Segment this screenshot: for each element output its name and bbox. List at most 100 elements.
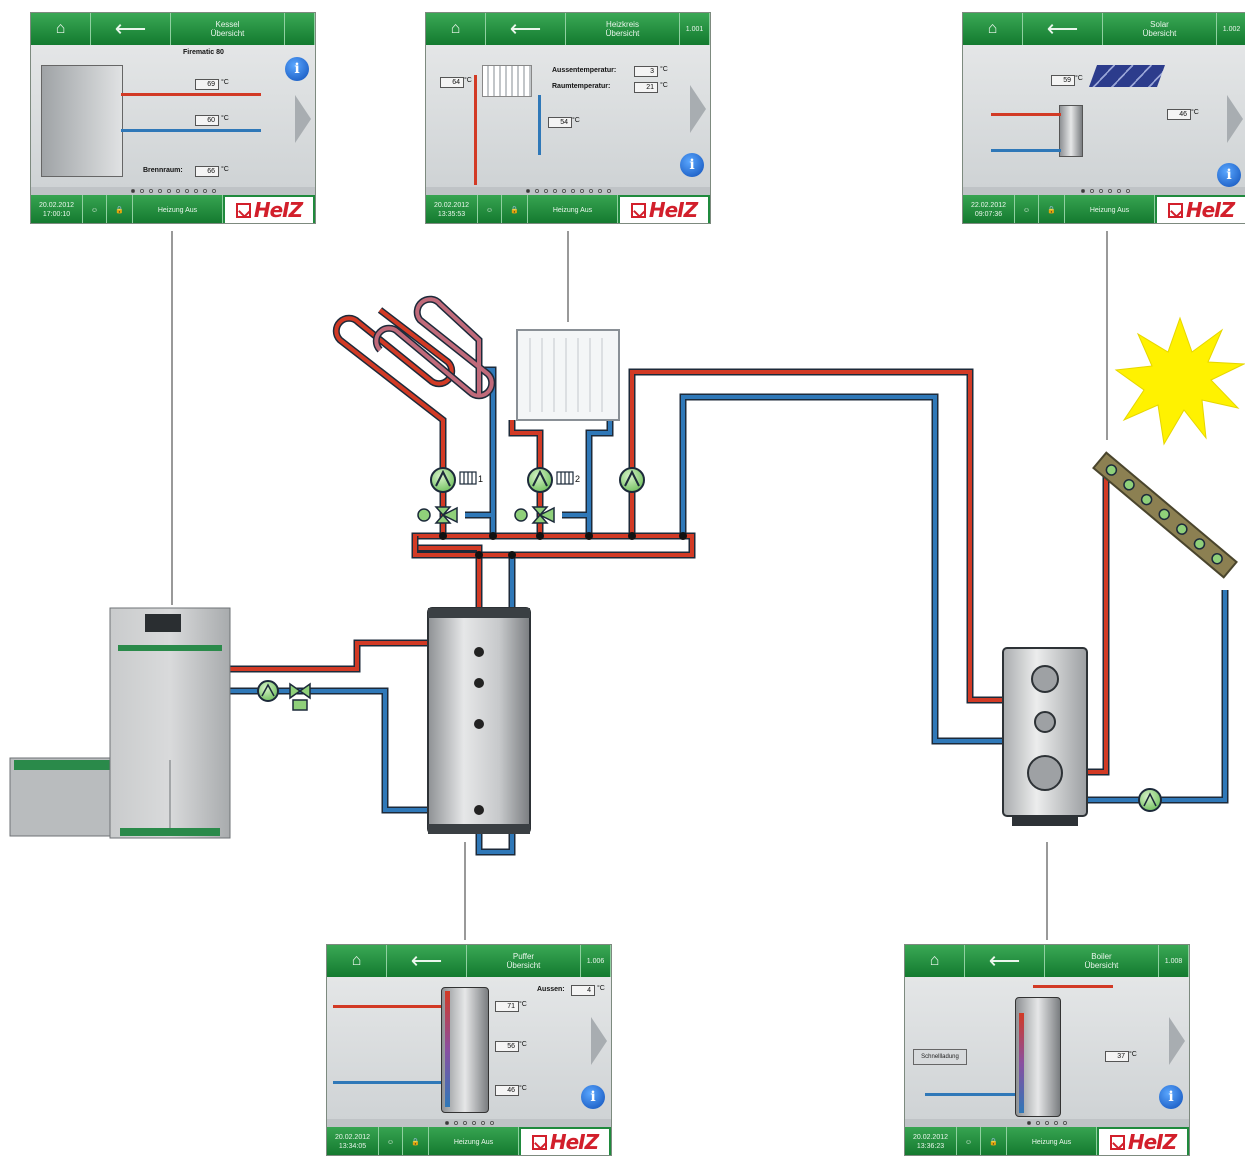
arrow-left-icon[interactable]: ⟵ [387,945,467,977]
collector-temp-value: 59 [1051,75,1075,86]
page-dots [963,187,1245,195]
home-icon[interactable]: ⌂ [905,945,965,977]
panel-top-bar: ⌂ ⟵ Kessel Übersicht [31,13,315,45]
pump-solar [1138,788,1162,812]
info-icon[interactable]: i [581,1085,605,1109]
outside-temp-value: 4 [571,985,595,996]
home-icon[interactable]: ⌂ [327,945,387,977]
return-temp-value: 54 [548,117,572,128]
page-dots [905,1119,1189,1127]
panel-boiler: ⌂ ⟵ Boiler Übersicht 1.008 Schnellladung… [904,944,1190,1156]
mixer-kessel [289,682,311,711]
panel-top-bar: ⌂ ⟵ Solar Übersicht 1.002 [963,13,1245,45]
flow-pipe [991,113,1061,116]
panel-body: Aussen: 4 °C 71 °C 56 °C 46 °C i [327,977,611,1119]
brennraum-value: 66 [195,166,219,177]
lock-icon[interactable]: 🔒 [1039,195,1065,223]
quick-charge-button[interactable]: Schnellladung [913,1049,967,1065]
arrow-left-icon[interactable]: ⟵ [965,945,1045,977]
arrow-left-icon[interactable]: ⟵ [486,13,566,45]
panel-title: Boiler Übersicht [1045,945,1159,977]
date: 20.02.2012 [433,202,470,209]
hot-water-boiler [1002,647,1088,826]
title-line1: Solar [1150,20,1169,29]
panel-code: 1.002 [1217,13,1245,45]
heating-status: Heizung Aus [1065,195,1155,223]
date: 20.02.2012 [334,1134,371,1141]
time: 13:36:23 [916,1143,945,1150]
herz-logo: HeIZ [519,1127,611,1155]
time: 13:34:05 [338,1143,367,1150]
pump-boiler-load [619,467,645,493]
outside-temp-label: Aussen: [537,986,565,993]
pump-hk1 [430,467,456,493]
temp-gradient-bar [1019,1013,1024,1113]
top-temp-unit: °C [519,1001,527,1008]
panel-title: Puffer Übersicht [467,945,581,977]
return-temp-unit: °C [1129,1051,1137,1058]
user-icon[interactable]: ☺ [478,195,502,223]
top-temp-value: 71 [495,1001,519,1012]
user-icon[interactable]: ☺ [83,195,107,223]
title-line1: Heizkreis [606,20,639,29]
home-icon[interactable]: ⌂ [963,13,1023,45]
panel-top-bar: ⌂ ⟵ Boiler Übersicht 1.008 [905,945,1189,977]
return-temp-value: 37 [1105,1051,1129,1062]
lock-icon[interactable]: 🔒 [502,195,528,223]
chevron-right-icon[interactable] [1169,1017,1185,1065]
sun-icon [1114,316,1245,446]
outside-temp-unit: °C [597,985,605,992]
user-icon[interactable]: ☺ [379,1127,403,1155]
pipes [230,355,1229,856]
info-icon[interactable]: i [1159,1085,1183,1109]
flow-temp-value: 64 [440,77,464,88]
user-icon[interactable]: ☺ [1015,195,1039,223]
chevron-right-icon[interactable] [690,85,706,133]
user-icon[interactable]: ☺ [957,1127,981,1155]
home-icon[interactable]: ⌂ [426,13,486,45]
boiler-thumbnail [41,65,123,177]
page-dots [31,187,315,195]
junction-dots [439,532,687,559]
arrow-left-icon[interactable]: ⟵ [1023,13,1103,45]
cold-water-pipe [925,1093,1015,1096]
chevron-right-icon[interactable] [591,1017,607,1065]
date: 20.02.2012 [912,1134,949,1141]
panel-solar: ⌂ ⟵ Solar Übersicht 1.002 59 °C 46 °C i … [962,12,1245,224]
arrow-left-icon[interactable]: ⟵ [91,13,171,45]
home-icon[interactable]: ⌂ [31,13,91,45]
herz-logo: HeIZ [618,195,710,223]
page-dots [426,187,710,195]
datetime: 20.02.2012 13:34:05 [327,1127,379,1155]
lock-icon[interactable]: 🔒 [981,1127,1007,1155]
brennraum-unit: °C [221,166,229,173]
room-temp-label: Raumtemperatur: [552,83,611,90]
panel-title: Kessel Übersicht [171,13,285,45]
flow-temp-value: 69 [195,79,219,90]
panel-heizkreis: ⌂ ⟵ Heizkreis Übersicht 1.001 64 °C Auss… [425,12,711,224]
panel-code: 1.006 [581,945,611,977]
info-icon[interactable]: i [1217,163,1241,187]
title-line2: Übersicht [506,961,541,970]
return-temp-unit: °C [221,115,229,122]
panel-code: 1.001 [680,13,710,45]
lock-icon[interactable]: 🔒 [403,1127,429,1155]
boiler-model: Firematic 80 [183,49,224,56]
storage-temp-value: 46 [1167,109,1191,120]
info-icon[interactable]: i [285,57,309,81]
title-line1: Kessel [215,20,240,29]
return-temp-unit: °C [572,117,580,124]
middle-temp-value: 56 [495,1041,519,1052]
panel-kessel: ⌂ ⟵ Kessel Übersicht Firematic 80 69 °C … [30,12,316,224]
storage-temp-unit: °C [1191,109,1199,116]
return-temp-value: 60 [195,115,219,126]
chevron-right-icon[interactable] [1227,95,1243,143]
lock-icon[interactable]: 🔒 [107,195,133,223]
panel-puffer: ⌂ ⟵ Puffer Übersicht 1.006 Aussen: 4 °C … [326,944,612,1156]
info-icon[interactable]: i [680,153,704,177]
chevron-right-icon[interactable] [295,95,311,143]
datetime: 20.02.2012 13:36:23 [905,1127,957,1155]
title-line2: Übersicht [605,29,640,38]
